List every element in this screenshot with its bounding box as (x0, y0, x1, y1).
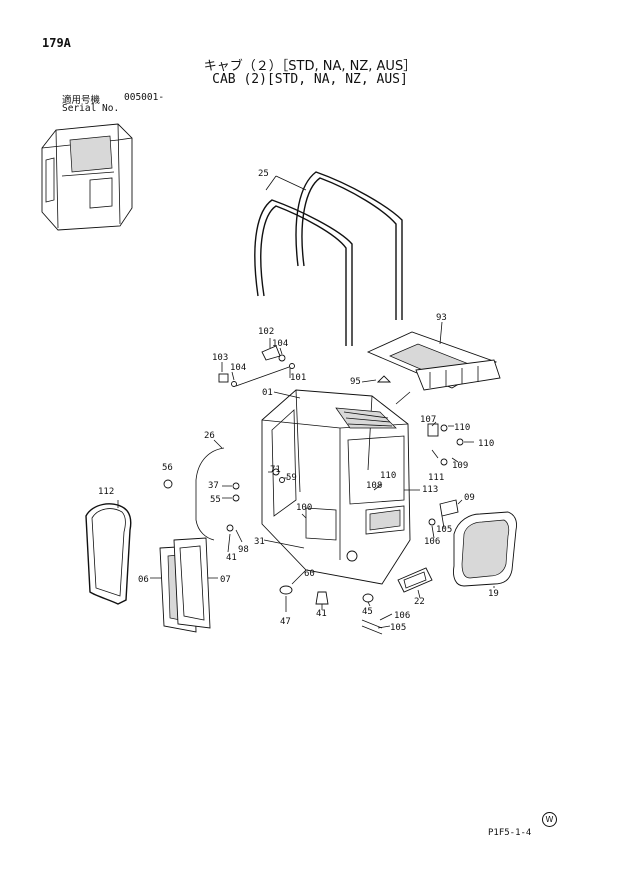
label-56: 56 (162, 463, 173, 473)
page-number: 179A (42, 36, 71, 50)
label-104-b: 104 (230, 363, 246, 373)
label-104-a: 104 (272, 339, 288, 349)
label-55: 55 (210, 495, 221, 505)
label-26: 26 (204, 431, 215, 441)
label-107: 107 (420, 415, 436, 425)
label-71: 71 (270, 465, 281, 475)
part-93-drawing (366, 331, 501, 391)
label-113: 113 (422, 485, 438, 495)
label-19: 19 (488, 589, 499, 599)
part-112-drawing (85, 503, 132, 605)
label-105-b: 105 (390, 623, 406, 633)
side-fittings (427, 423, 464, 466)
label-22: 22 (414, 597, 425, 607)
label-25: 25 (258, 169, 269, 179)
leader-lines (117, 175, 495, 629)
left-fasteners (226, 468, 285, 532)
brackets-102-103 (218, 345, 295, 387)
part-22-drawing (397, 567, 433, 593)
part-105-106-drawing (428, 499, 459, 526)
label-45: 45 (362, 607, 373, 617)
label-93: 93 (436, 313, 447, 323)
part-25-drawing (254, 171, 403, 346)
w-mark: W (542, 812, 557, 827)
part-26-drawing (163, 447, 225, 541)
part-95-drawing (376, 375, 392, 383)
label-60: 60 (304, 569, 315, 579)
label-110-c: 110 (380, 471, 396, 481)
label-09: 09 (464, 493, 475, 503)
label-41-a: 41 (226, 553, 237, 563)
label-106-b: 106 (394, 611, 410, 621)
label-101: 101 (290, 373, 306, 383)
label-111: 111 (428, 473, 444, 483)
label-112: 112 (98, 487, 114, 497)
label-110-b: 110 (478, 439, 494, 449)
part-06-07-drawing (159, 537, 211, 633)
label-31: 31 (254, 537, 265, 547)
label-110-a: 110 (454, 423, 470, 433)
title-japanese: キャブ（２）［STD, NA, NZ, AUS］ (203, 59, 417, 74)
title-english: CAB (2)[STD, NA, NZ, AUS] (212, 72, 408, 87)
label-06: 06 (138, 575, 149, 585)
serial-label-japanese: 適用号機 (62, 95, 101, 106)
label-106-a: 106 (424, 537, 440, 547)
doc-reference: P1F5-1-4 (488, 828, 532, 838)
label-105-a: 105 (436, 525, 452, 535)
label-100: 100 (296, 503, 312, 513)
label-37: 37 (208, 481, 219, 491)
part-09-19-drawing (453, 511, 517, 587)
label-07: 07 (220, 575, 231, 585)
label-41-b: 41 (316, 609, 327, 619)
label-59: 59 (286, 473, 297, 483)
part-labels: 25 93 102 104 103 104 101 95 01 26 56 10… (98, 169, 499, 633)
label-95: 95 (350, 377, 361, 387)
serial-number-value: 005001- (124, 92, 165, 103)
bottom-parts (279, 585, 383, 635)
cab-thumbnail (41, 123, 133, 231)
label-01: 01 (262, 388, 273, 398)
label-109: 109 (452, 461, 468, 471)
label-98: 98 (238, 545, 249, 555)
label-47: 47 (280, 617, 291, 627)
label-103: 103 (212, 353, 228, 363)
label-102: 102 (258, 327, 274, 337)
serial-label-english: Serial No. (62, 103, 120, 114)
cab-frame-01 (261, 389, 411, 585)
label-108: 108 (366, 481, 382, 491)
